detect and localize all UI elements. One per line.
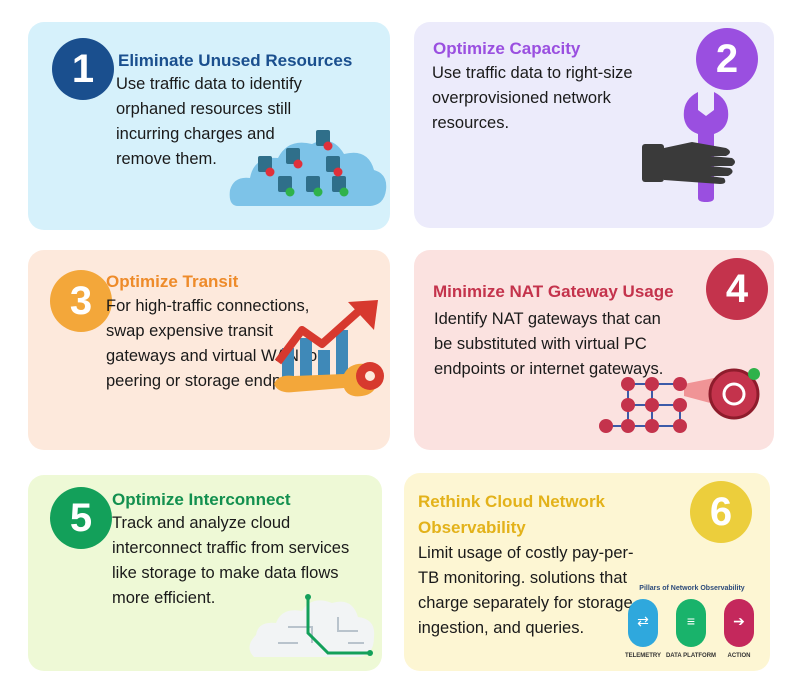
number-badge: 4: [706, 258, 768, 320]
card-body: Limit usage of costly pay-per-TB monitor…: [418, 544, 638, 637]
card-body: Identify NAT gateways that can be substi…: [434, 310, 664, 378]
shuffle-icon: ⇄: [637, 613, 649, 629]
pillar-action: ➔: [724, 599, 754, 647]
card-body: For high-traffic connections, swap expen…: [106, 297, 323, 390]
number-badge: 3: [50, 270, 112, 332]
card-body: Track and analyze cloud interconnect tra…: [112, 514, 350, 607]
card-minimize-nat-gateway: 4 Minimize NAT Gateway Usage Identify NA…: [414, 250, 774, 450]
card-body: Use traffic data to identify orphaned re…: [116, 75, 302, 168]
card-optimize-transit: 3 Optimize Transit For high-traffic conn…: [28, 250, 390, 450]
pillar-label: TELEMETRY: [624, 653, 662, 659]
pillar-data-platform: ≡: [676, 599, 706, 647]
cloud-circuit-icon: [249, 594, 375, 657]
card-title: Eliminate Unused Resources: [118, 51, 353, 70]
number-badge: 5: [50, 487, 112, 549]
pillar-label: DATA PLATFORM: [665, 653, 717, 659]
card-title: Minimize NAT Gateway Usage: [433, 282, 674, 301]
nat-gateway-network-icon: [599, 368, 760, 433]
card-title: Rethink Cloud Network Observability: [418, 492, 606, 537]
pillar-telemetry: ⇄: [628, 599, 658, 647]
card-title: Optimize Transit: [106, 272, 239, 291]
growth-wrench-icon: [274, 300, 384, 397]
number-badge: 6: [690, 481, 752, 543]
arrow-circle-icon: ➔: [733, 613, 745, 629]
observability-pillars-icon: Pillars of Network Observability ⇄ TELEM…: [616, 585, 766, 669]
card-rethink-observability: 6 Rethink Cloud Network Observability Li…: [404, 473, 770, 671]
pillar-label: ACTION: [727, 653, 751, 659]
card-eliminate-unused-resources: 1 Eliminate Unused Resources Use traffic…: [28, 22, 390, 230]
card-optimize-interconnect: 5 Optimize Interconnect Track and analyz…: [28, 475, 382, 671]
card-body: Use traffic data to right-size overprovi…: [432, 64, 633, 132]
cloud-servers-icon: [229, 130, 387, 206]
card-title: Optimize Capacity: [433, 39, 581, 58]
card-optimize-capacity: 2 Optimize Capacity Use traffic data to …: [414, 22, 774, 228]
pillars-heading: Pillars of Network Observability: [639, 585, 745, 592]
number-badge: 2: [696, 28, 758, 90]
layers-icon: ≡: [686, 613, 696, 629]
card-title: Optimize Interconnect: [112, 490, 291, 509]
number-badge: 1: [52, 38, 114, 100]
wrench-hand-icon: [642, 92, 735, 202]
